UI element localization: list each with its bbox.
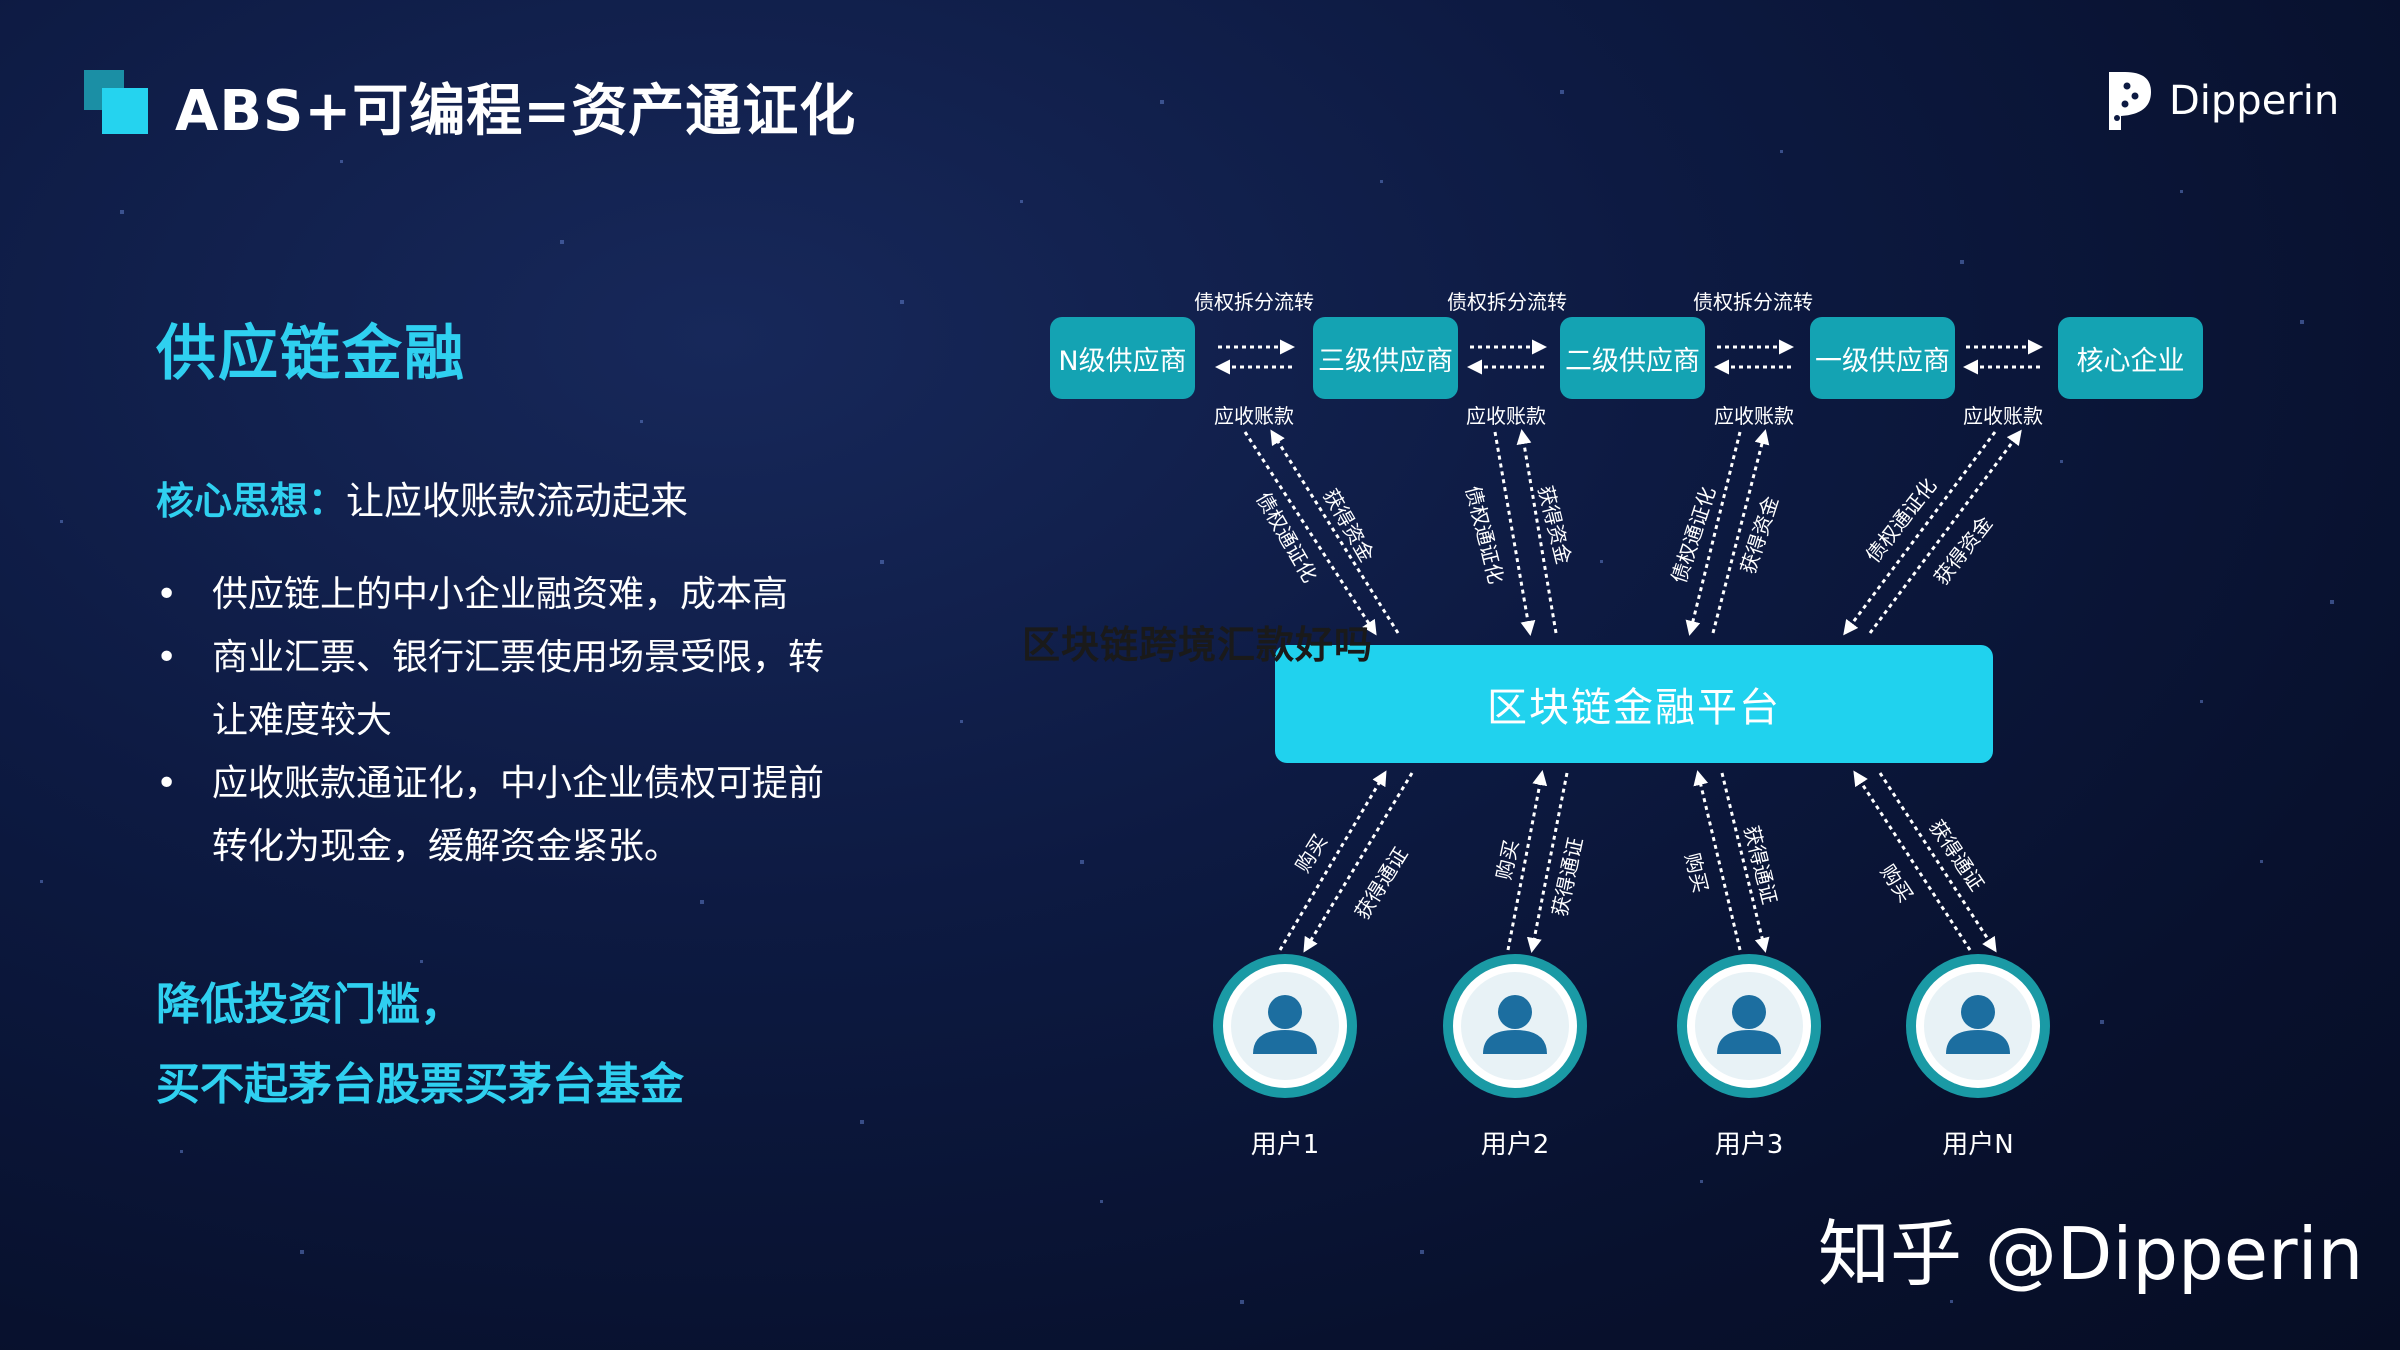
bullet-dot: • bbox=[156, 763, 178, 804]
bullet-list: • 供应链上的中小企业融资难，成本高 • 商业汇票、银行汇票使用场景受限，转让难度较… bbox=[156, 563, 836, 878]
flow-label-receivable: 应收账款 bbox=[1214, 404, 1294, 428]
node-n-level-supplier: N级供应商 bbox=[1050, 317, 1195, 399]
user-avatar-icon bbox=[1906, 954, 2050, 1098]
node-tier3-supplier: 三级供应商 bbox=[1313, 317, 1458, 399]
slogan: 降低投资门槛， 买不起茅台股票买茅台基金 bbox=[156, 965, 684, 1125]
slogan-line: 降低投资门槛， bbox=[156, 979, 464, 1030]
flow-label-receivable: 应收账款 bbox=[1963, 404, 2043, 428]
user-avatar-icon bbox=[1677, 954, 1821, 1098]
blockchain-finance-platform: 区块链金融平台 bbox=[1275, 645, 1993, 763]
slogan-line: 买不起茅台股票买茅台基金 bbox=[156, 1059, 684, 1110]
bullet-text: 应收账款通证化，中小企业债权可提前转化为现金，缓解资金紧张。 bbox=[212, 763, 825, 867]
flow-label-receivable: 应收账款 bbox=[1714, 404, 1794, 428]
node-tier1-supplier: 一级供应商 bbox=[1810, 317, 1955, 399]
core-idea-label: 核心思想： bbox=[156, 479, 347, 523]
bullet-text: 商业汇票、银行汇票使用场景受限，转让难度较大 bbox=[212, 637, 825, 741]
bullet-item: • 商业汇票、银行汇票使用场景受限，转让难度较大 bbox=[156, 626, 836, 752]
user-avatar-icon bbox=[1213, 954, 1357, 1098]
dipperin-logo-icon bbox=[2109, 72, 2151, 130]
bullet-dot: • bbox=[156, 637, 178, 678]
bullet-dot: • bbox=[156, 574, 178, 615]
user-avatar-icon bbox=[1443, 954, 1587, 1098]
zhihu-watermark: 知乎 @Dipperin bbox=[1818, 1212, 2364, 1296]
flow-label-receivable: 应收账款 bbox=[1466, 404, 1546, 428]
page-title: ABS+可编程=资产通证化 bbox=[175, 79, 857, 144]
bullet-item: • 供应链上的中小企业融资难，成本高 bbox=[156, 563, 836, 626]
user-label: 用户1 bbox=[1250, 1130, 1320, 1160]
logo-squares-icon bbox=[84, 70, 148, 134]
flow-label-top: 债权拆分流转 bbox=[1447, 290, 1567, 314]
user-label: 用户3 bbox=[1714, 1130, 1784, 1160]
core-idea: 核心思想：让应收账款流动起来 bbox=[156, 470, 688, 525]
bullet-text: 供应链上的中小企业融资难，成本高 bbox=[212, 574, 789, 615]
overlay-caption: 区块链跨境汇款好吗 bbox=[1022, 623, 1374, 667]
brand-name: Dipperin bbox=[2169, 78, 2340, 124]
user-label: 用户N bbox=[1942, 1130, 2014, 1160]
core-idea-value: 让应收账款流动起来 bbox=[346, 479, 689, 523]
bullet-item: • 应收账款通证化，中小企业债权可提前转化为现金，缓解资金紧张。 bbox=[156, 752, 836, 878]
node-core-enterprise: 核心企业 bbox=[2058, 317, 2203, 399]
user-label: 用户2 bbox=[1480, 1130, 1550, 1160]
flow-label-top: 债权拆分流转 bbox=[1194, 290, 1314, 314]
section-title: 供应链金融 bbox=[156, 319, 466, 389]
node-tier2-supplier: 二级供应商 bbox=[1560, 317, 1705, 399]
brand-logo: Dipperin bbox=[2105, 68, 2339, 134]
flow-label-top: 债权拆分流转 bbox=[1693, 290, 1813, 314]
